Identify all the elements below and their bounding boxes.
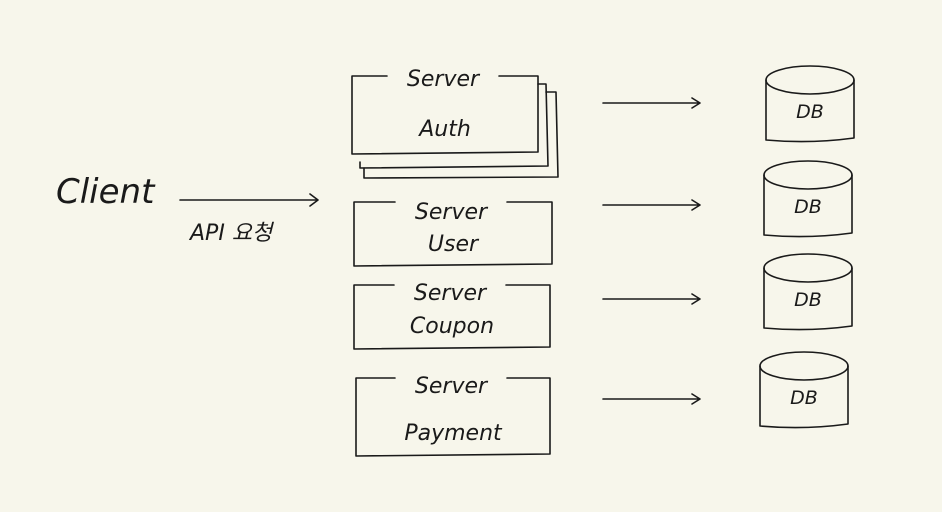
api-request-arrow: API 요청 — [179, 193, 319, 246]
api-request-label: API 요청 — [188, 221, 275, 246]
database-4: DB — [759, 351, 849, 429]
server-name: Auth — [417, 117, 471, 142]
db-top — [765, 65, 855, 95]
server-title: Server — [415, 374, 489, 399]
db-top — [763, 253, 853, 283]
server-title: Server — [415, 200, 489, 225]
database-2: DB — [763, 160, 853, 238]
server-box — [353, 201, 553, 267]
server-box — [351, 75, 539, 155]
db-body — [765, 79, 855, 143]
db-arrow — [602, 199, 701, 211]
db-label: DB — [794, 289, 822, 311]
server-title: Server — [414, 281, 488, 306]
database-3: DB — [763, 253, 853, 331]
db-arrow — [602, 393, 701, 405]
db-top — [763, 160, 853, 190]
db-arrow — [602, 97, 701, 109]
server-box — [353, 284, 551, 350]
db-top — [759, 351, 849, 381]
db-label: DB — [790, 387, 818, 409]
stack-layer — [363, 91, 559, 179]
db-arrow — [602, 293, 701, 305]
client-label: Client — [56, 172, 156, 212]
database-1: DB — [765, 65, 855, 143]
db-body — [763, 174, 853, 238]
server-name: User — [428, 232, 480, 257]
server-name: Payment — [404, 421, 503, 446]
server-box — [355, 377, 551, 457]
server-name: Coupon — [410, 314, 494, 339]
client-node: Client — [56, 172, 156, 212]
server-title: Server — [407, 67, 481, 92]
db-label: DB — [796, 101, 824, 123]
stack-layer — [359, 83, 549, 169]
db-body — [759, 365, 849, 429]
db-body — [763, 267, 853, 331]
db-label: DB — [794, 196, 822, 218]
